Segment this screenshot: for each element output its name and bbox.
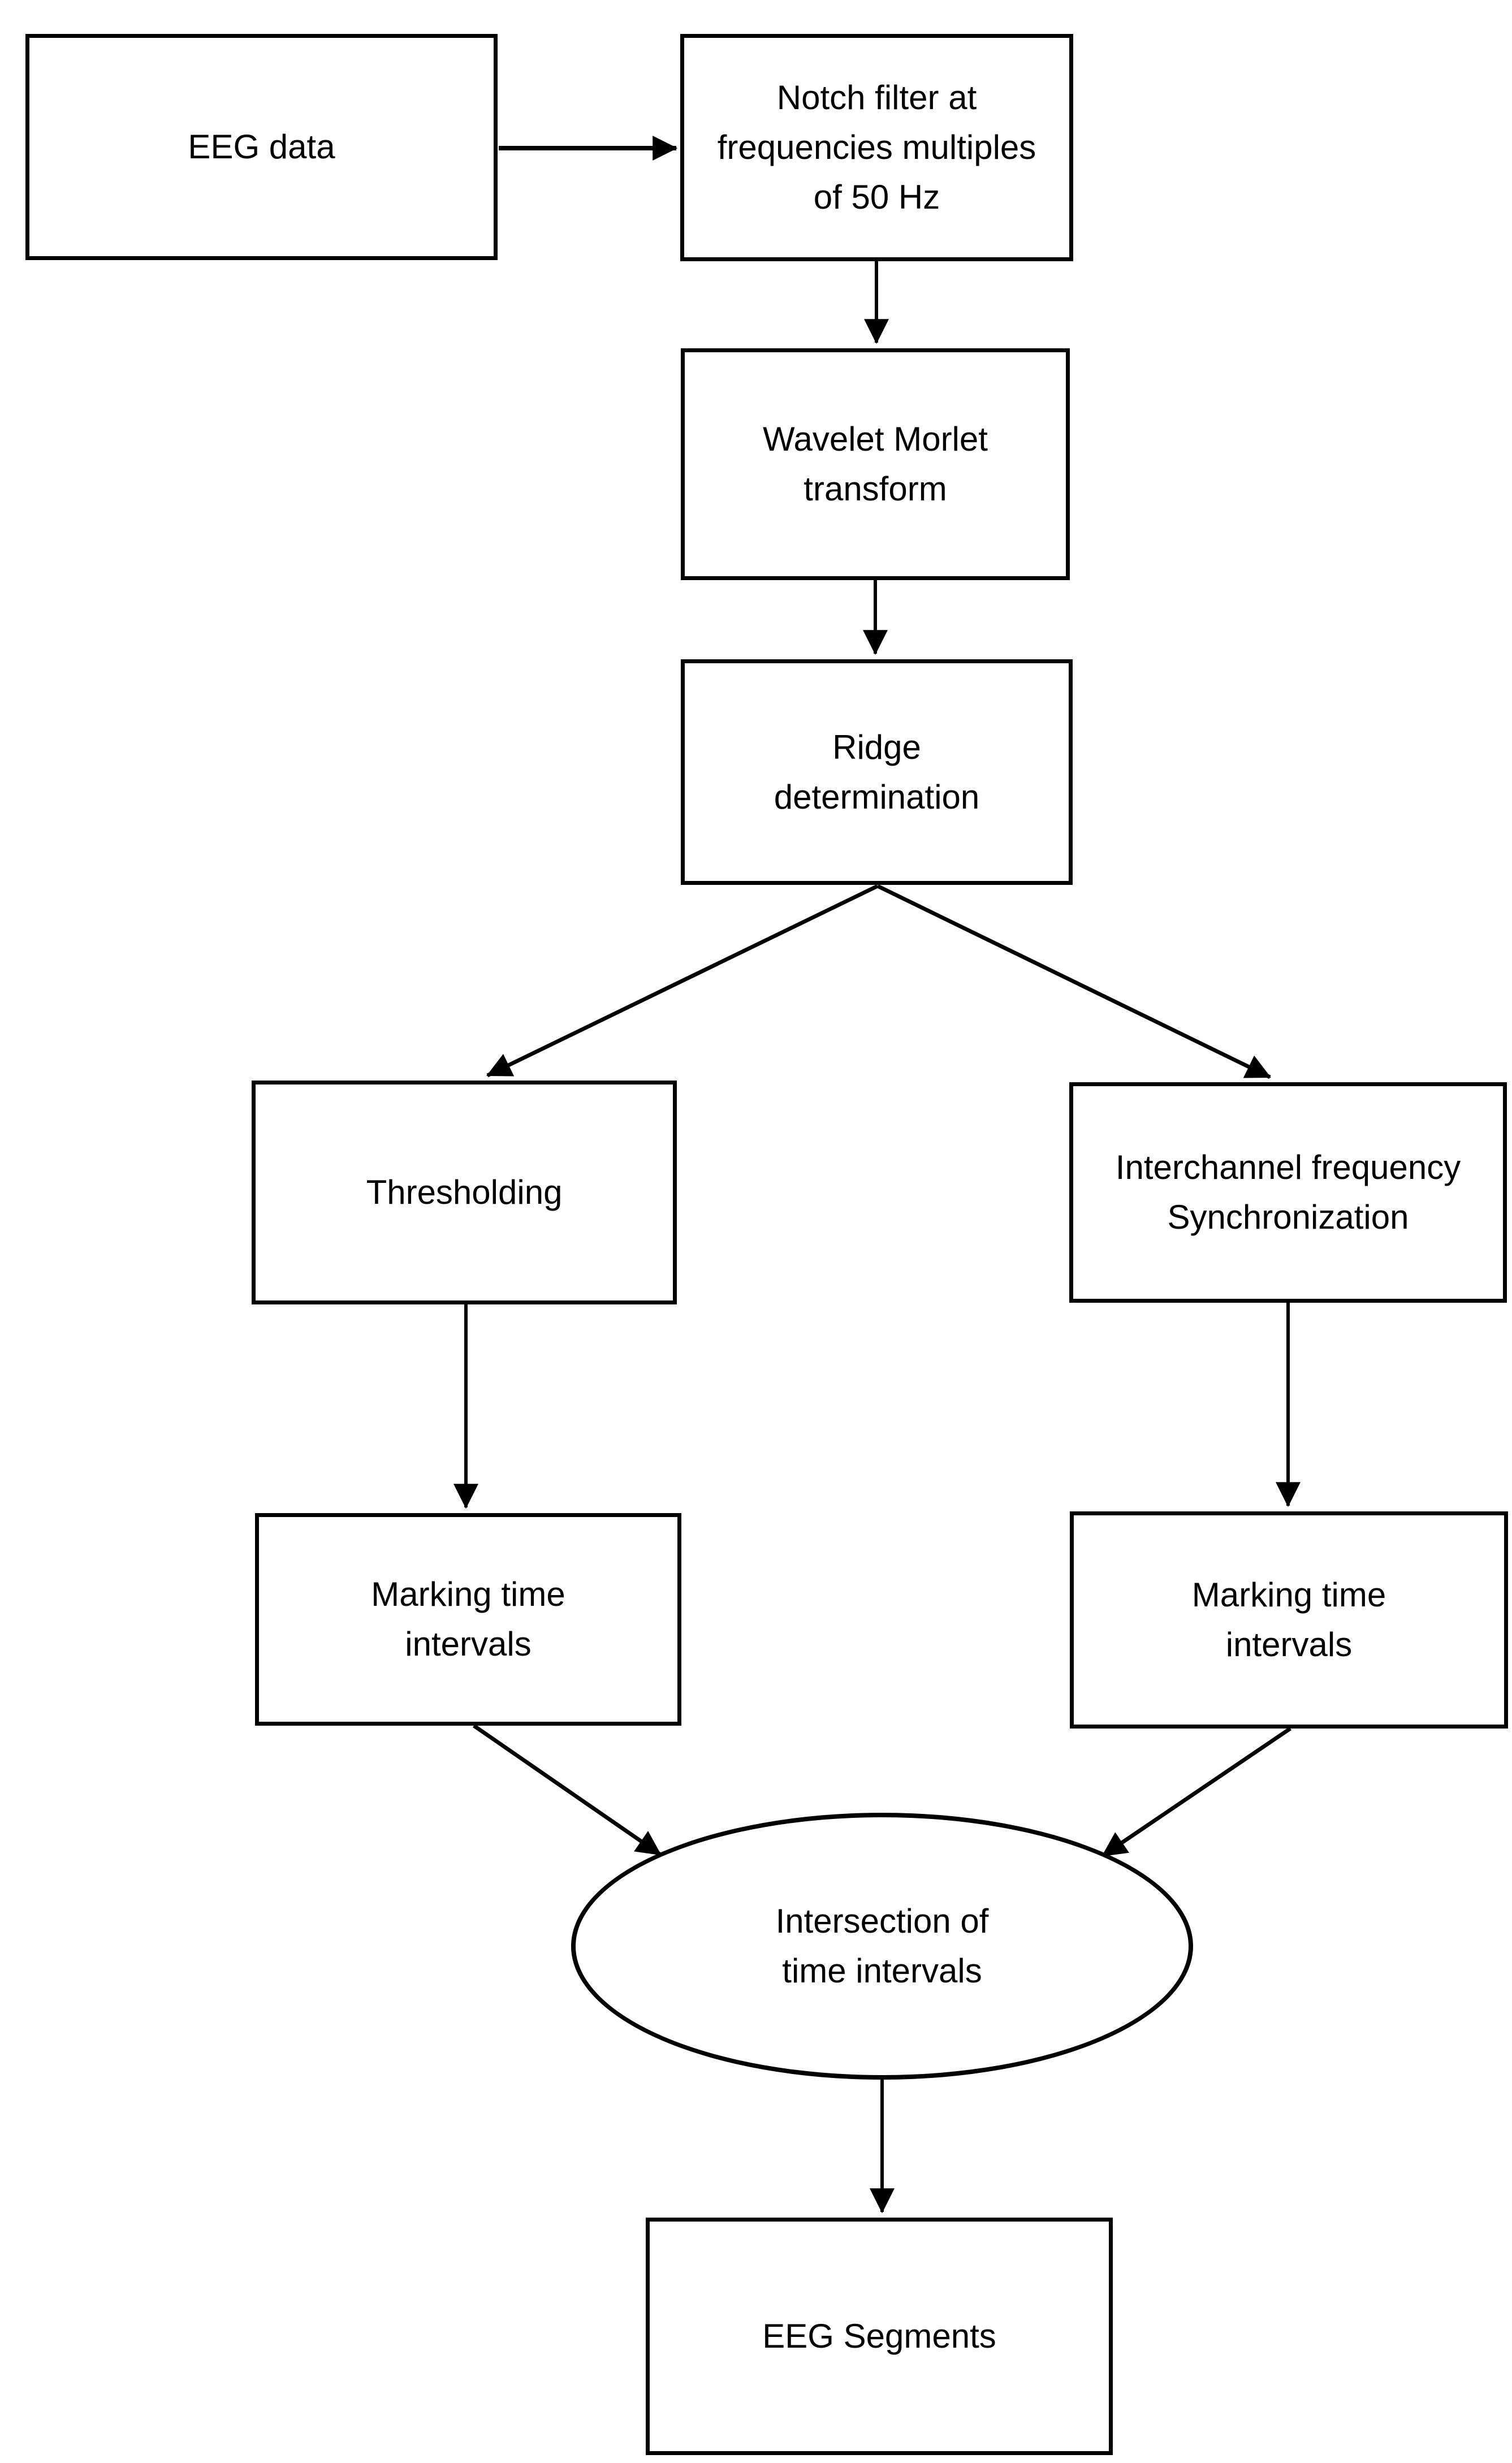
node-label-line: intervals [405, 1625, 532, 1663]
node-label-line: intervals [1225, 1626, 1353, 1663]
node-label-line: transform [803, 470, 947, 508]
node-label-line: time intervals [782, 1952, 982, 1990]
node-eeg-data: EEG data [25, 34, 498, 260]
node-label-line: Notch filter at [776, 79, 977, 116]
node-label-line: Synchronization [1167, 1198, 1409, 1236]
edge-marking-right-to-intersection [1101, 1727, 1291, 1857]
node-label-line: frequencies multiples [717, 128, 1036, 166]
node-label-line: Interchannel frequency [1115, 1148, 1461, 1186]
node-ridge-determination: Ridge determination [681, 659, 1073, 885]
node-eeg-segments: EEG Segments [646, 2218, 1113, 2455]
node-label-line: Marking time [371, 1575, 565, 1613]
node-notch-filter: Notch filter at frequencies multiples of… [680, 34, 1073, 261]
node-label-line: Thresholding [366, 1173, 563, 1211]
node-wavelet-morlet-transform: Wavelet Morlet transform [681, 348, 1070, 580]
node-label-line: EEG data [188, 128, 335, 166]
edge-marking-left-to-intersection [473, 1724, 662, 1856]
node-intersection-of-time-intervals: Intersection of time intervals [571, 1813, 1193, 2080]
node-interchannel-frequency-synchronization: Interchannel frequency Synchronization [1069, 1082, 1507, 1303]
node-label-line: Ridge [832, 728, 921, 766]
node-thresholding: Thresholding [252, 1081, 677, 1304]
node-label-line: of 50 Hz [813, 178, 940, 216]
node-label-line: EEG Segments [762, 2317, 996, 2355]
node-marking-time-intervals-right: Marking time intervals [1070, 1511, 1508, 1729]
node-marking-time-intervals-left: Marking time intervals [255, 1513, 681, 1726]
node-label-line: Intersection of [775, 1902, 989, 1940]
edge-ridge-to-thresholding [486, 884, 879, 1078]
node-label-line: determination [774, 777, 980, 816]
node-label-line: Wavelet Morlet [763, 420, 988, 458]
node-label-line: Marking time [1191, 1576, 1386, 1614]
edge-ridge-to-interchannel [876, 884, 1271, 1079]
